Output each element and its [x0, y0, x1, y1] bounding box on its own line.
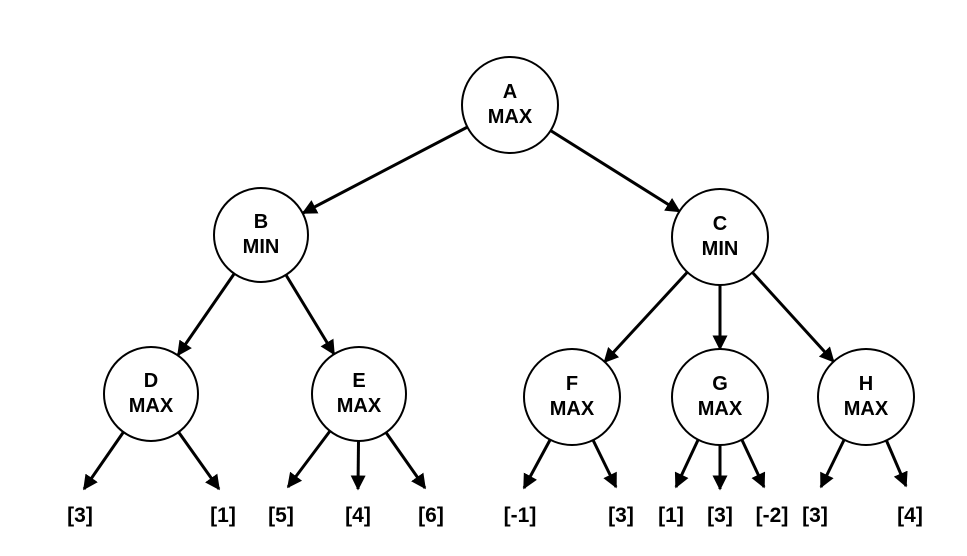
- node-d-role: MAX: [129, 395, 174, 417]
- edge-e-leaf2: [350, 440, 366, 491]
- node-b: B MIN: [213, 187, 309, 283]
- node-h-role: MAX: [844, 398, 889, 420]
- edge-h-leaf2: [884, 438, 908, 488]
- leaf-values: [3] [1] [5] [4] [6] [-1] [3] [1] [3] [-2…: [67, 504, 923, 527]
- node-f: F MAX: [523, 348, 621, 446]
- node-h-name: H: [859, 373, 873, 395]
- node-b-role: MIN: [243, 236, 280, 258]
- edge-d-leaf2: [177, 431, 221, 491]
- leaf-value-e3: [6]: [418, 504, 444, 527]
- edge-e-leaf3: [384, 431, 427, 490]
- node-c-circle: [671, 188, 769, 286]
- leaf-value-g1: [1]: [658, 504, 684, 527]
- leaf-value-h2: [4]: [897, 504, 923, 527]
- edge-g-leaf3: [740, 439, 766, 489]
- edge-g-leaf1: [674, 439, 700, 489]
- node-e: E MAX: [311, 346, 407, 442]
- node-g-name: G: [712, 373, 728, 395]
- leaf-value-h1: [3]: [802, 504, 828, 527]
- leaf-value-e2: [4]: [345, 504, 371, 527]
- node-e-role: MAX: [337, 395, 382, 417]
- node-c: C MIN: [671, 188, 769, 286]
- node-a-name: A: [503, 81, 517, 103]
- edge-f-leaf1: [522, 439, 552, 490]
- node-f-name: F: [566, 373, 578, 395]
- node-f-role: MAX: [550, 398, 595, 420]
- leaf-value-g3: [-2]: [756, 504, 789, 527]
- node-f-circle: [523, 348, 621, 446]
- edge-a-c: [549, 129, 681, 213]
- node-g-circle: [671, 348, 769, 446]
- node-d: D MAX: [103, 346, 199, 442]
- edge-h-leaf1: [819, 439, 846, 489]
- node-d-circle: [103, 346, 199, 442]
- node-e-name: E: [352, 370, 365, 392]
- edge-c-h: [751, 271, 835, 363]
- edge-b-d: [176, 273, 236, 357]
- node-g: G MAX: [671, 348, 769, 446]
- node-h-circle: [817, 348, 915, 446]
- leaf-value-f2: [3]: [608, 504, 634, 527]
- node-e-circle: [311, 346, 407, 442]
- edge-f-leaf2: [591, 439, 618, 489]
- leaf-value-e1: [5]: [268, 504, 294, 527]
- edge-e-leaf1: [286, 430, 332, 489]
- node-h: H MAX: [817, 348, 915, 446]
- edge-c-f: [603, 270, 689, 364]
- node-a-circle: [461, 56, 559, 154]
- edge-b-e: [284, 274, 336, 356]
- node-d-name: D: [144, 370, 158, 392]
- edge-d-leaf1: [82, 431, 125, 491]
- leaf-value-g2: [3]: [707, 504, 733, 527]
- leaf-value-f1: [-1]: [504, 504, 537, 527]
- node-a-role: MAX: [488, 106, 533, 128]
- node-g-role: MAX: [698, 398, 743, 420]
- node-b-circle: [213, 187, 309, 283]
- node-c-role: MIN: [702, 238, 739, 260]
- leaf-value-d1: [3]: [67, 504, 93, 527]
- leaf-value-d2: [1]: [210, 504, 236, 527]
- node-b-name: B: [254, 211, 268, 233]
- edge-a-b: [301, 125, 469, 215]
- node-a: A MAX: [461, 56, 559, 154]
- node-c-name: C: [713, 213, 727, 235]
- tree-edges: [82, 125, 908, 491]
